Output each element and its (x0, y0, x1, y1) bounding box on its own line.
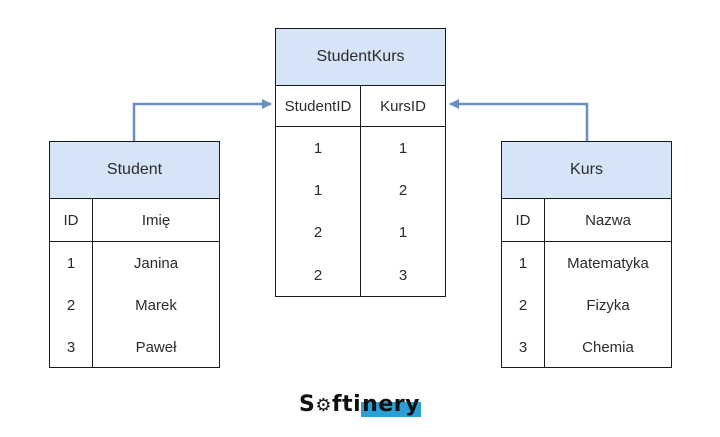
table-row: 1 Janina (50, 242, 219, 284)
logo-text: fti (332, 392, 362, 417)
cell: 2 (276, 211, 361, 253)
cell: 1 (276, 169, 361, 211)
table-row: 3 Chemia (502, 326, 671, 368)
cell: 2 (276, 253, 361, 297)
cell: 3 (502, 326, 545, 368)
table-row: 3 Paweł (50, 326, 219, 368)
cell: 1 (502, 242, 545, 284)
cell: Chemia (582, 338, 634, 356)
column-imie: Imię (141, 211, 171, 229)
column-id: ID (502, 199, 545, 241)
kurs-table: Kurs ID Nazwa 1 Matematyka 2 Fizyka 3 Ch… (501, 141, 672, 368)
logo-text: S (299, 392, 316, 417)
column-nazwa: Nazwa (585, 211, 631, 229)
cell: Matematyka (567, 254, 649, 272)
studentkurs-columns: StudentID KursID (276, 86, 445, 127)
studentkurs-title: StudentKurs (276, 29, 445, 86)
cell: 2 (502, 284, 545, 326)
studentkurs-table: StudentKurs StudentID KursID 1 1 1 2 2 1… (275, 28, 446, 297)
cell: 1 (398, 139, 408, 157)
gear-icon: ⚙ (315, 395, 333, 416)
table-row: 1 1 (276, 127, 445, 169)
cell: Fizyka (586, 296, 630, 314)
table-row: 2 3 (276, 253, 445, 297)
logo-highlight-text: nery (361, 392, 421, 417)
kurs-title: Kurs (502, 142, 671, 199)
cell: 1 (276, 127, 361, 169)
table-row: 1 Matematyka (502, 242, 671, 284)
cell: Paweł (135, 338, 177, 356)
cell: 3 (398, 266, 408, 284)
cell: 2 (50, 284, 93, 326)
column-id: ID (50, 199, 93, 241)
cell: 1 (50, 242, 93, 284)
student-columns: ID Imię (50, 199, 219, 242)
cell: 2 (398, 181, 408, 199)
table-row: 2 1 (276, 211, 445, 253)
cell: 3 (50, 326, 93, 368)
student-table: Student ID Imię 1 Janina 2 Marek 3 Paweł (49, 141, 220, 368)
student-to-studentkurs-arrow (132, 99, 272, 142)
table-row: 2 Marek (50, 284, 219, 326)
kurs-to-studentkurs-arrow (449, 99, 589, 142)
column-studentid: StudentID (276, 86, 361, 126)
cell: Marek (135, 296, 177, 314)
student-title: Student (50, 142, 219, 199)
kurs-columns: ID Nazwa (502, 199, 671, 242)
cell: 1 (398, 223, 408, 241)
cell: Janina (133, 254, 179, 272)
table-row: 1 2 (276, 169, 445, 211)
column-kursid: KursID (380, 97, 426, 115)
softinery-logo: S⚙ftinery (0, 392, 720, 417)
table-row: 2 Fizyka (502, 284, 671, 326)
